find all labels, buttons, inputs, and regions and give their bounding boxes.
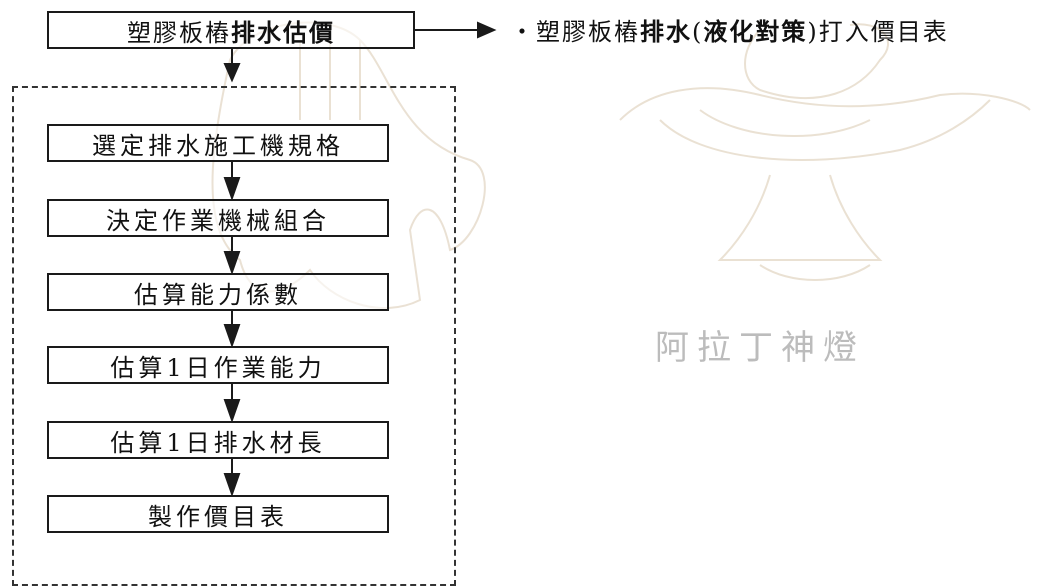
step-box-4: 估算1日作業能力 [47, 346, 389, 384]
note-part3: ( [692, 18, 704, 46]
step-box-5: 估算1日排水材長 [47, 421, 389, 459]
top-step-box: 塑膠板樁排水估價 [47, 11, 415, 49]
note-part2: 排水 [640, 17, 692, 46]
note-part4: 液化對策 [703, 17, 808, 46]
output-note: ・塑膠板樁排水(液化對策)打入價目表 [510, 12, 949, 47]
arrowhead-4-5 [223, 399, 241, 424]
top-step-normal: 塑膠板樁 [127, 18, 231, 47]
arrowhead-3-4 [223, 324, 241, 349]
step-box-1: 選定排水施工機規格 [47, 124, 389, 162]
note-part5: )打入價目表 [807, 18, 949, 46]
step-box-3: 估算能力係數 [47, 273, 389, 311]
arrowhead-2-3 [223, 251, 241, 276]
flow-arrows [223, 21, 497, 498]
watermark-text: 阿拉丁神燈 [655, 328, 865, 368]
arrowhead-top-down [223, 63, 241, 83]
step-box-6: 製作價目表 [47, 495, 389, 533]
top-step-bold: 排水估價 [231, 17, 335, 47]
note-bullet: ・ [510, 18, 536, 46]
arrowhead-1-2 [223, 177, 241, 202]
arrowhead-5-6 [223, 473, 241, 498]
arrowhead-to-note [477, 21, 497, 39]
step-box-2: 決定作業機械組合 [47, 199, 389, 237]
note-part1: 塑膠板樁 [536, 18, 640, 46]
flowchart: 塑膠板樁排水估價 ・塑膠板樁排水(液化對策)打入價目表 選定排水施工機規格 決定… [12, 11, 949, 586]
